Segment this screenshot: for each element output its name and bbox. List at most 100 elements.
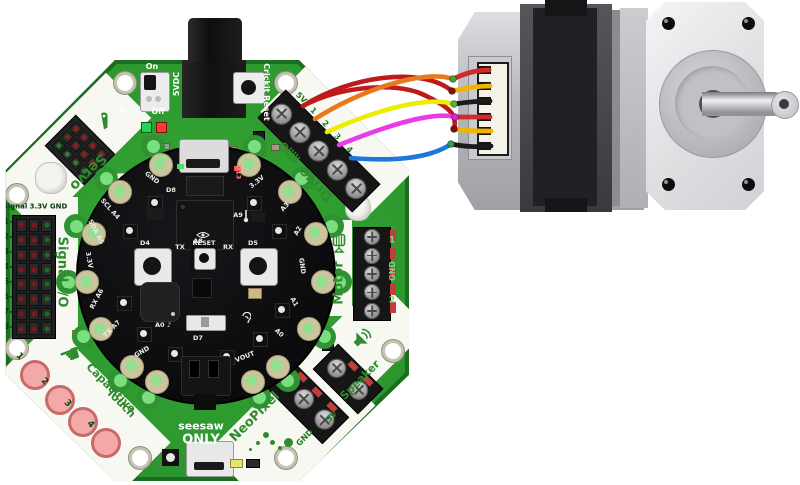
signal-header <box>12 215 56 339</box>
signal-pin <box>28 248 40 262</box>
stepper-mount-hole-glint <box>664 19 668 23</box>
cpx-edge-pad-hole <box>309 227 321 239</box>
cpx-edge-pad <box>120 354 145 379</box>
stepper-shaft-hole <box>779 99 789 109</box>
motor-solder-pad <box>390 248 396 259</box>
stepper-mount-hole-glint <box>744 180 748 184</box>
cpx-edge-pad-hole <box>316 275 328 287</box>
signal-pin <box>16 292 27 306</box>
cpx-label: A9 <box>233 210 243 219</box>
motor-connector-pin <box>479 127 491 135</box>
signal-pin <box>41 322 52 335</box>
cpx-neopixel-lens <box>274 226 282 234</box>
touch-pad <box>68 407 98 437</box>
cpx-chip-dot <box>181 205 185 209</box>
motor-connector-pin <box>479 142 491 150</box>
signal-pin <box>41 278 52 291</box>
cpx-edge-pad-hole <box>80 275 92 287</box>
stepper-rotor-tab <box>545 0 587 16</box>
signal-row-number: 6- <box>3 292 13 301</box>
cpx-label: D7 <box>193 333 203 342</box>
cpx-neopixel-lens <box>249 199 257 207</box>
signal-pin <box>16 233 27 247</box>
signal-row-number: 2- <box>3 232 13 241</box>
power-switch-toggle <box>144 75 156 90</box>
seesaw-usb-slot <box>194 462 224 470</box>
signal-pin <box>28 219 40 232</box>
power-switch-dot <box>146 96 152 102</box>
motor-terminal-screw <box>364 247 380 264</box>
stepper-mount-hole-glint <box>664 180 668 184</box>
servo-horn-icon <box>92 109 116 133</box>
touch-pad <box>45 385 75 415</box>
neopixel-dot-decor <box>249 448 252 451</box>
cpx-edge-pad-hole <box>150 375 162 387</box>
signal-row-number: 3- <box>3 247 13 256</box>
crickit-cpx-pad-center <box>146 140 160 154</box>
cpx-label: A0 ♪ <box>155 320 171 329</box>
cpx-battery-slot <box>208 360 219 378</box>
cpx-battery-slot <box>189 360 200 378</box>
motor-connector-pin <box>479 66 491 74</box>
cpx-edge-pad-hole <box>125 360 137 372</box>
crickit-cpx-pad-center <box>333 275 347 289</box>
cpx-edge-pad-hole <box>113 185 125 197</box>
cpx-edge-pad-hole <box>242 158 254 170</box>
motor-solder-pad <box>390 302 396 313</box>
motor-terminal-screw <box>364 265 380 282</box>
neopixel-dot-decor <box>263 432 269 438</box>
seesaw-label: seesaw <box>178 419 224 433</box>
cpx-neopixel-lens <box>278 305 286 313</box>
motor-terminal-2-label: 2 <box>388 295 396 306</box>
signal-row-number: 1- <box>3 217 13 226</box>
cpx-label: RX <box>222 242 234 251</box>
signal-pin <box>16 219 27 232</box>
signal-pin <box>28 263 40 276</box>
cpx-label: On <box>157 153 169 162</box>
crickit-cpx-pad-center <box>142 390 156 404</box>
signal-pin <box>41 233 52 247</box>
cpx-on-led <box>177 164 184 169</box>
signal-row-number: 8- <box>3 322 13 331</box>
crickit-cpx-pad-center <box>69 219 83 233</box>
neopixel-dot-decor <box>270 440 275 445</box>
cpx-reset-cap <box>199 253 209 263</box>
crickit-reset-cap <box>241 80 256 95</box>
mounting-hole <box>129 447 151 469</box>
crickit-cpx-pad-center <box>113 373 127 387</box>
signal-pin <box>28 292 40 306</box>
crickit-cpx-pad-center <box>77 330 91 344</box>
signal-pin <box>28 322 40 335</box>
touch-pad <box>91 428 121 458</box>
crickit-cpx-pad-center <box>99 172 113 186</box>
cpx-label: A8 <box>193 236 203 245</box>
stepper-shaft-end <box>771 91 799 119</box>
stepper-gap <box>612 10 620 206</box>
cpx-edge-pad <box>237 152 262 177</box>
motor-terminal-1-label: 1 <box>388 235 396 246</box>
cpx-neopixel-lens <box>255 335 263 343</box>
cpx-edge-pad-hole <box>87 227 99 239</box>
motor-solder-pad <box>390 266 396 277</box>
cpx-edge-pad <box>303 221 328 246</box>
cpx-flash-chip <box>186 176 224 196</box>
signal-pin <box>16 322 27 335</box>
seesaw-status-lens <box>166 453 175 462</box>
seesaw-yellow-led <box>230 459 243 468</box>
seesaw-only-label: ONLY <box>182 432 220 448</box>
dc-jack-barrel <box>188 18 242 62</box>
drive-coil-icon <box>275 138 303 166</box>
signal-pin <box>41 248 52 262</box>
signal-row-number: 4- <box>3 262 13 271</box>
cpx-ear-icon <box>241 311 252 325</box>
motor-terminal-screw <box>364 284 380 301</box>
warning-icons: ⊕ ⚠ <box>118 105 134 114</box>
signal-row-number: 5- <box>3 277 13 286</box>
cpx-slide-switch-knob <box>201 317 209 327</box>
cpx-neopixel-lens <box>171 350 179 358</box>
signal-pin <box>16 263 27 276</box>
signal-header-label: Signal 3.3V GND <box>2 202 68 211</box>
cpx-battery-tab <box>194 394 216 410</box>
motor-solder-pad <box>390 230 396 241</box>
